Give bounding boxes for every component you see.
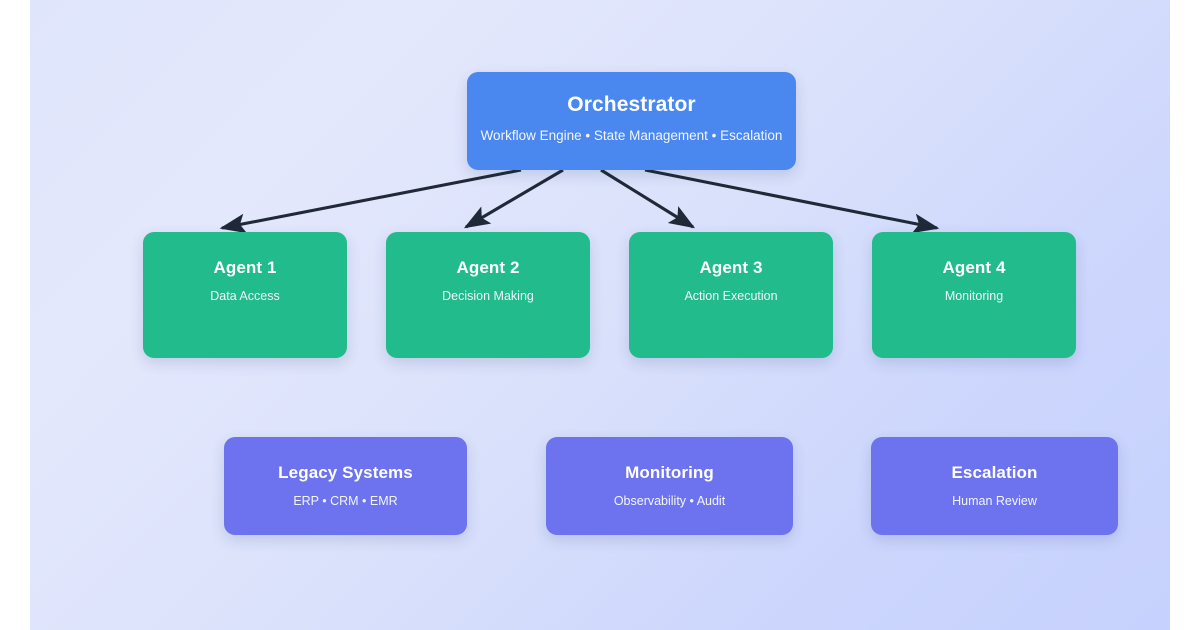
node-legacy-systems[interactable]: Legacy Systems ERP • CRM • EMR bbox=[224, 437, 467, 535]
node-monitoring-subtitle: Observability • Audit bbox=[613, 494, 726, 508]
node-escalation[interactable]: Escalation Human Review bbox=[871, 437, 1118, 535]
node-agent-4-title: Agent 4 bbox=[942, 258, 1006, 277]
connector-orchestrator-to-agent-2 bbox=[463, 168, 564, 229]
node-agent-3[interactable]: Agent 3 Action Execution bbox=[629, 232, 833, 358]
node-orchestrator[interactable]: Orchestrator Workflow Engine • State Man… bbox=[467, 72, 796, 170]
node-agent-2[interactable]: Agent 2 Decision Making bbox=[386, 232, 590, 358]
node-agent-4[interactable]: Agent 4 Monitoring bbox=[872, 232, 1076, 358]
node-agent-2-title: Agent 2 bbox=[456, 258, 520, 277]
node-escalation-subtitle: Human Review bbox=[952, 494, 1037, 508]
diagram-panel: Orchestrator Workflow Engine • State Man… bbox=[30, 0, 1170, 630]
node-escalation-title: Escalation bbox=[951, 463, 1038, 482]
node-agent-1-subtitle: Data Access bbox=[210, 289, 280, 303]
connector-orchestrator-to-agent-4 bbox=[644, 168, 940, 234]
node-orchestrator-title: Orchestrator bbox=[567, 93, 696, 116]
node-agent-2-subtitle: Decision Making bbox=[442, 289, 534, 303]
node-agent-3-subtitle: Action Execution bbox=[684, 289, 778, 303]
node-monitoring[interactable]: Monitoring Observability • Audit bbox=[546, 437, 793, 535]
connector-orchestrator-to-agent-3 bbox=[600, 168, 696, 229]
node-agent-4-subtitle: Monitoring bbox=[944, 289, 1004, 303]
node-monitoring-title: Monitoring bbox=[625, 463, 714, 482]
node-agent-1[interactable]: Agent 1 Data Access bbox=[143, 232, 347, 358]
connector-orchestrator-to-agent-1 bbox=[219, 168, 522, 234]
node-legacy-systems-title: Legacy Systems bbox=[278, 463, 413, 482]
node-agent-1-title: Agent 1 bbox=[213, 258, 277, 277]
node-agent-3-title: Agent 3 bbox=[699, 258, 763, 277]
node-legacy-systems-subtitle: ERP • CRM • EMR bbox=[293, 494, 398, 508]
node-orchestrator-subtitle: Workflow Engine • State Management • Esc… bbox=[480, 128, 783, 143]
